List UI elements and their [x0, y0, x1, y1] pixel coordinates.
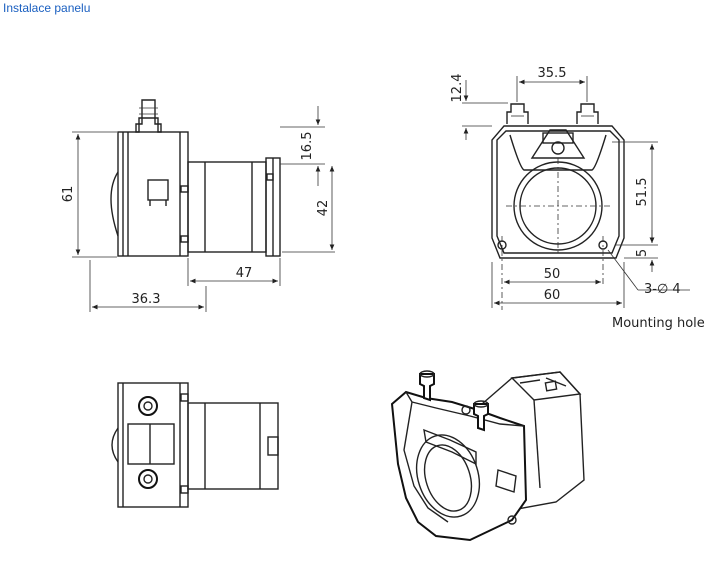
front-view [462, 76, 690, 310]
dim-60: 60 [544, 288, 561, 303]
isometric-view [390, 370, 585, 542]
dim-36-3: 36.3 [132, 292, 161, 307]
side-view [72, 99, 335, 312]
dim-5: 5 [635, 249, 650, 257]
rear-view [111, 382, 279, 508]
side-dimension-labels: 61 16.5 42 47 36.3 [61, 132, 331, 307]
dim-hole-spec: 3-∅ 4 [644, 282, 681, 297]
dim-47: 47 [236, 266, 253, 281]
dim-12-4: 12.4 [450, 74, 465, 103]
dim-42: 42 [316, 200, 331, 217]
dim-50: 50 [544, 267, 561, 282]
dim-16-5: 16.5 [300, 132, 315, 161]
dim-35-5: 35.5 [538, 66, 567, 81]
dim-61: 61 [61, 186, 76, 203]
mounting-hole-note: Mounting hole [612, 316, 705, 331]
dim-51-5: 51.5 [635, 178, 650, 207]
instalace-panelu-link[interactable]: Instalace panelu [3, 1, 91, 15]
front-dimension-labels: 12.4 35.5 51.5 5 50 60 3-∅ 4 Mounting ho… [450, 66, 705, 331]
